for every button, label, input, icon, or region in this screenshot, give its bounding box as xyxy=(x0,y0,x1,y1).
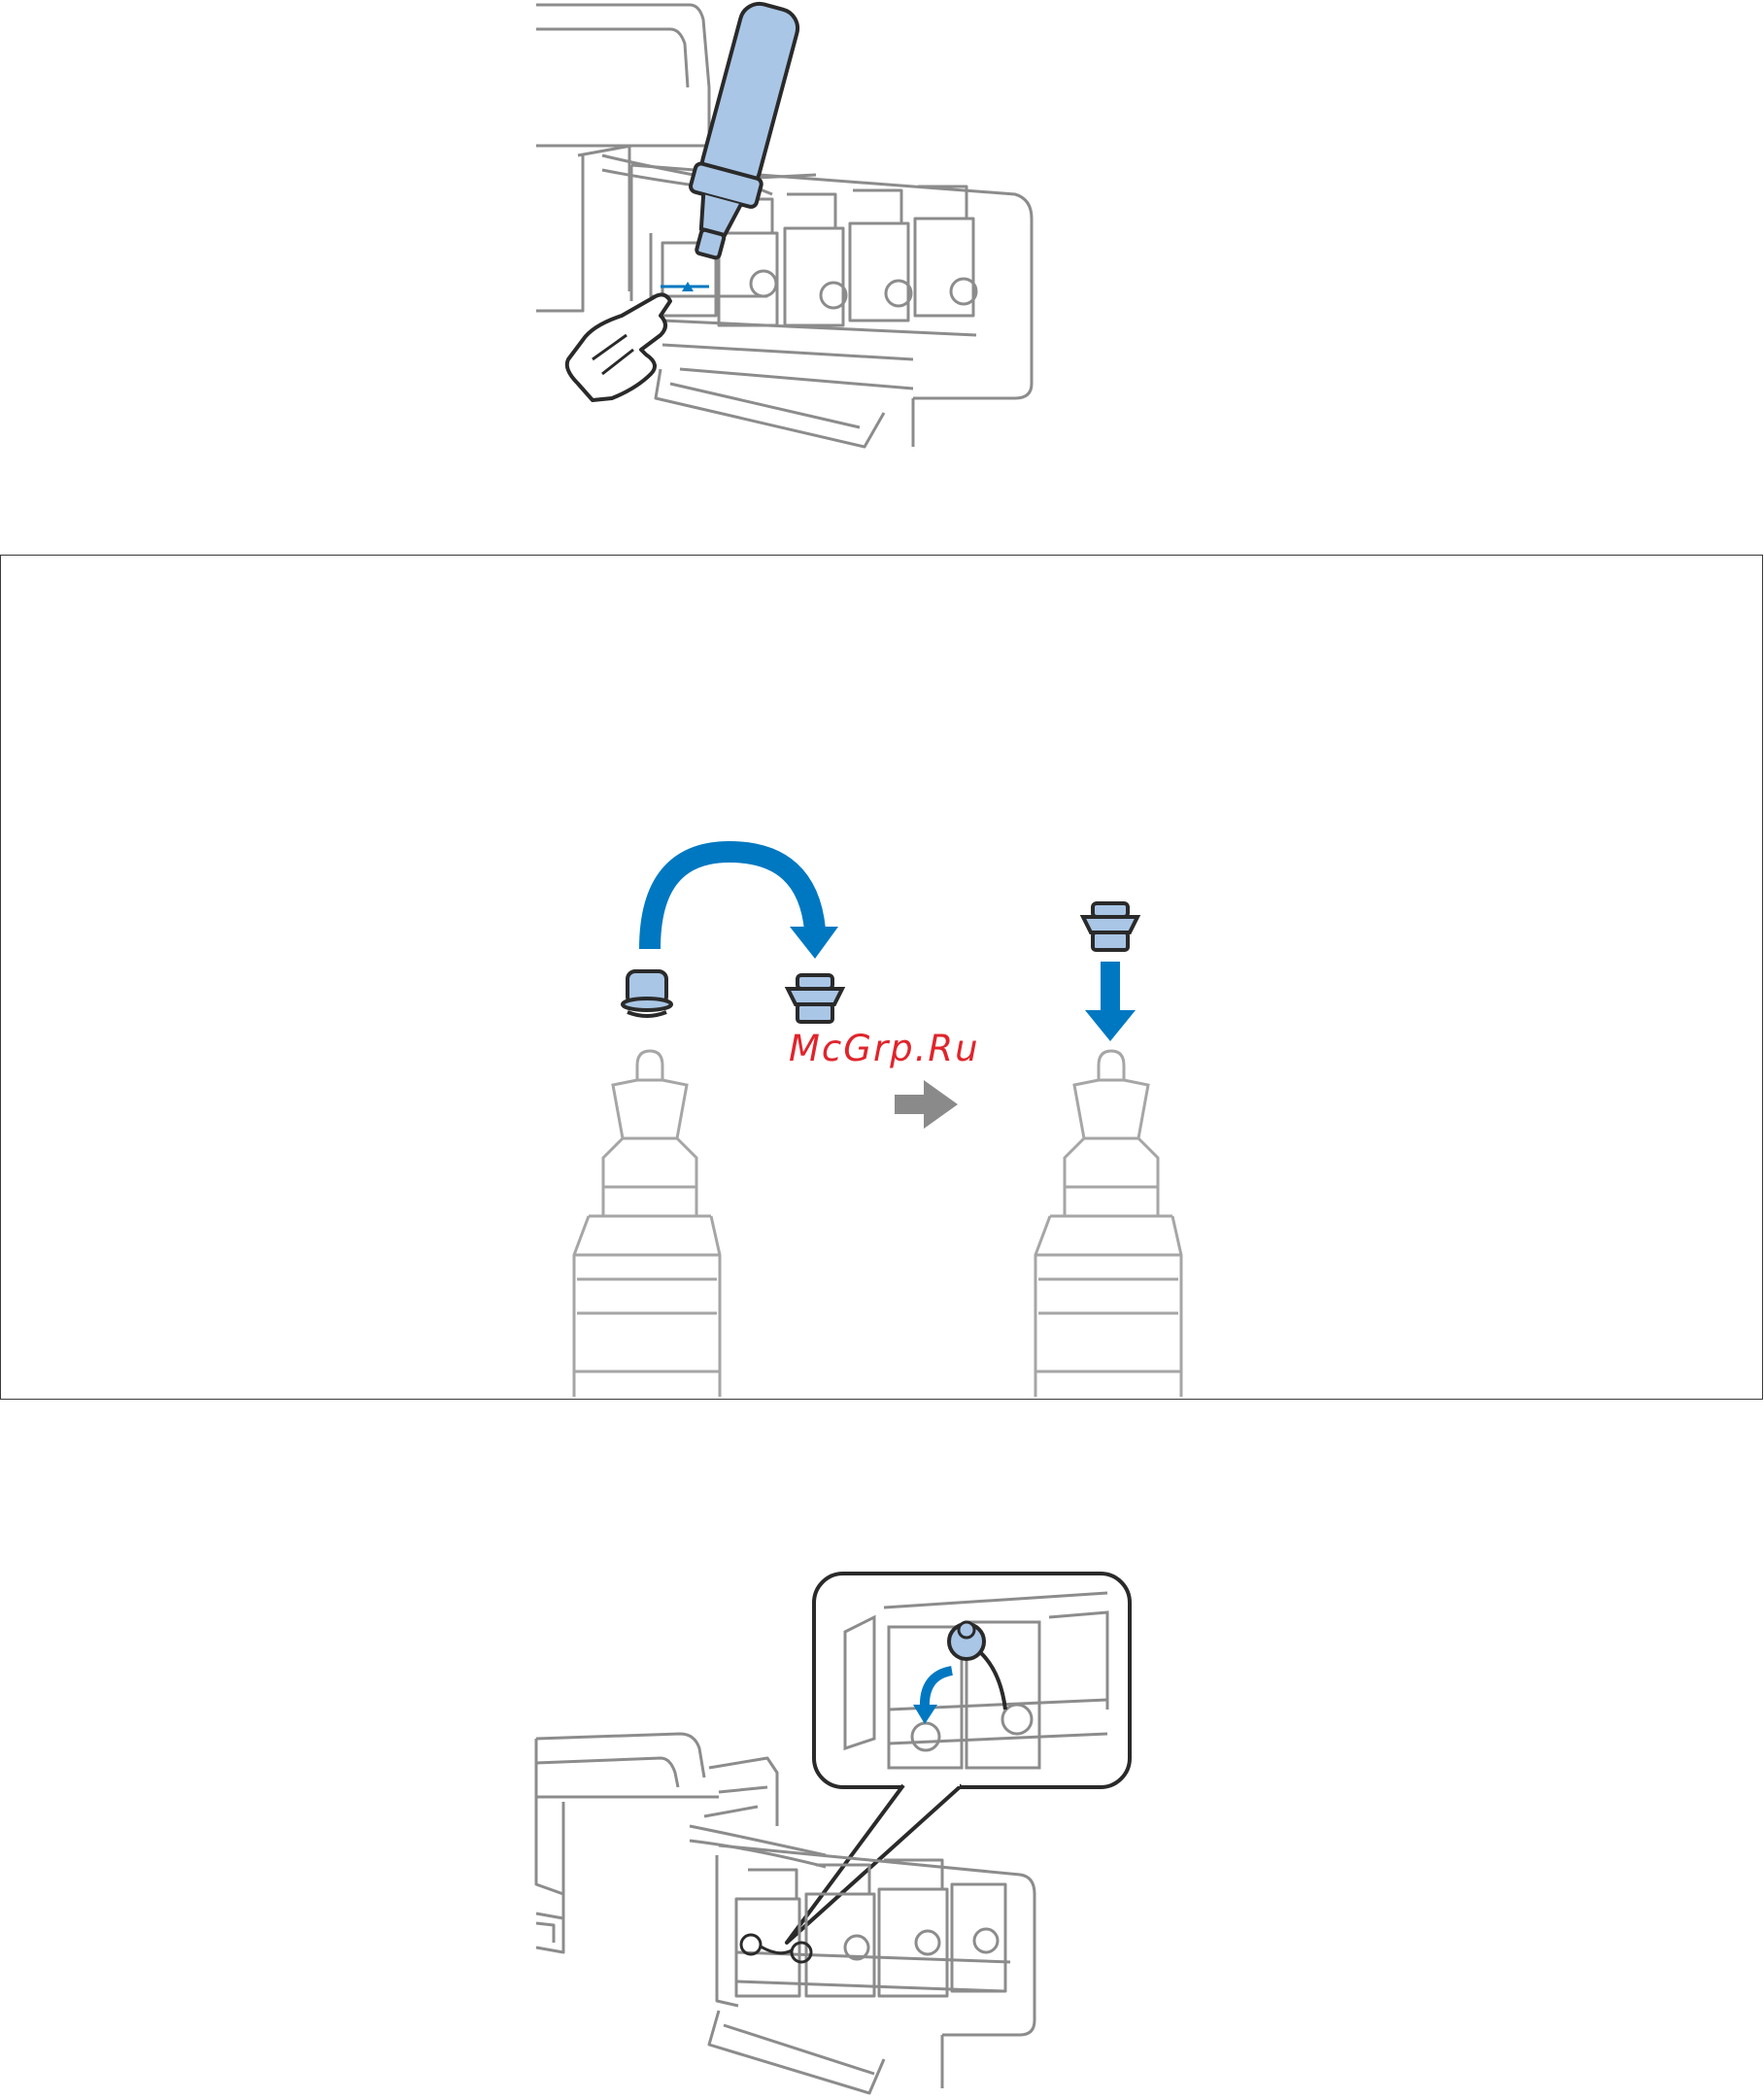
bottle-cap-reseal-icon xyxy=(1,556,1761,1397)
bottle-cap-figure-box xyxy=(0,555,1763,1400)
tank-cap-close-figure xyxy=(525,1564,1146,2099)
watermark-text: McGrp.Ru xyxy=(789,1028,980,1069)
cap-right xyxy=(788,975,842,1022)
bottle-left xyxy=(574,1051,720,1397)
tank-cap-close-icon xyxy=(525,1564,1146,2099)
printer-refill-figure xyxy=(525,0,1049,457)
cap-left xyxy=(623,971,671,1016)
bottle-right xyxy=(1035,1051,1181,1397)
printer-refill-icon xyxy=(525,0,1049,457)
cap-reseal xyxy=(1083,903,1137,950)
